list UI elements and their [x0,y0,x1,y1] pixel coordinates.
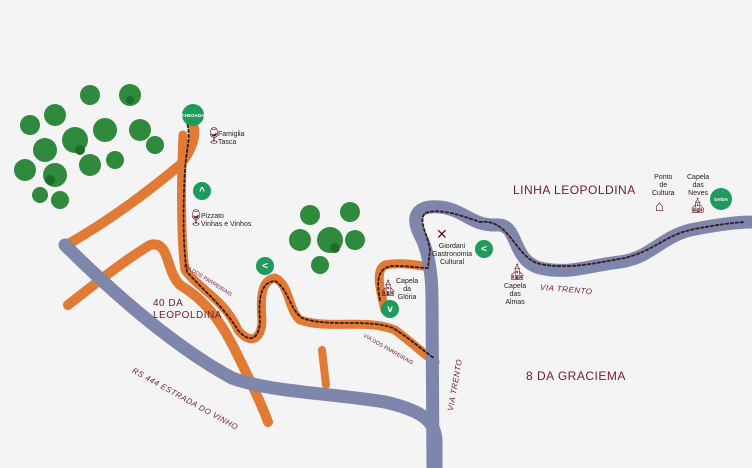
poi-label: Capela das Neves [687,174,710,197]
poi-label: Capela da Glória [396,278,419,301]
arrow-up-icon: ^ [193,182,211,200]
arrow-left-icon: < [475,240,493,258]
poi-label: Ponto de Cultura [652,174,675,197]
arrow-down-icon: v [381,300,399,318]
wine-glass-icon: 🍷︎ [204,128,225,145]
route-road [63,239,273,427]
region-linha-leopoldina: LINHA LEOPOLDINA [513,183,636,197]
route-road [318,346,330,389]
route-road [374,259,437,315]
poi-label: Giordani Gastronomia Cultural [432,243,473,266]
route-road [65,120,200,248]
end-marker: SAÍDA [710,188,732,210]
dotted-route [182,119,746,359]
chapel-icon: ⛪︎ [378,280,399,297]
poi-label: Pizzato Vinhas e Vinhos [201,213,252,228]
region-8-graciema: 8 DA GRACIEMA [526,369,626,383]
house-icon: ⌂ [655,198,665,215]
poi-label: Famiglia Tasca [218,131,245,146]
chapel-icon: ⛪︎ [688,197,708,214]
poi-label: Capela das Almas [504,283,527,306]
rs444-road [58,238,443,468]
fork-knife-icon: ✕ [436,226,448,242]
chapel-icon: ⛪︎ [507,264,528,281]
route-road [177,130,440,367]
start-marker: CHEGADA [182,104,204,126]
wine-glass-icon: 🍷︎ [186,210,207,227]
arrow-left-icon: < [256,257,274,275]
region-40-leopoldina: 40 DA LEOPOLDINA [153,298,222,321]
